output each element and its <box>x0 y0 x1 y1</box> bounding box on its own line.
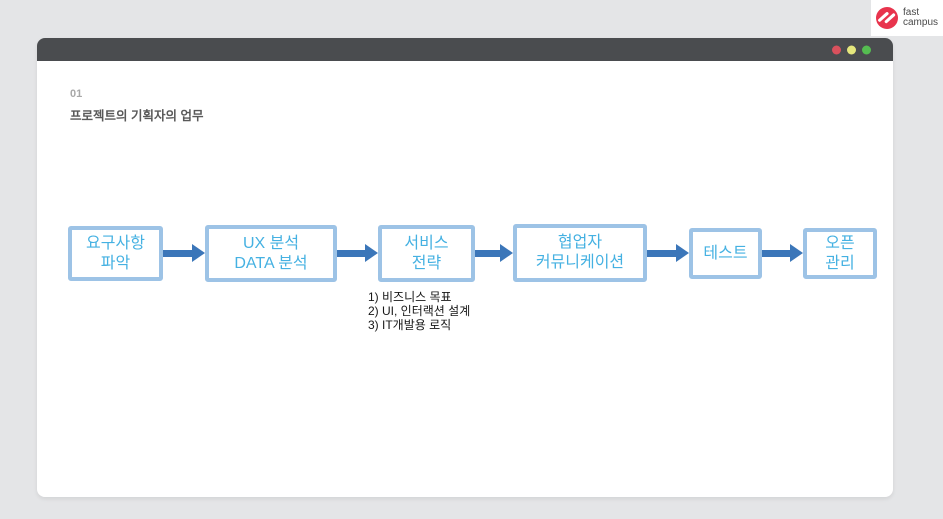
browser-window: 01 프로젝트의 기획자의 업무 요구사항 파악 UX 분석 DATA 분석 서… <box>37 38 893 497</box>
arrow-shaft <box>337 250 366 257</box>
note-item: 1) 비즈니스 목표 <box>368 290 452 304</box>
arrow-head-icon <box>365 244 378 262</box>
arrow-shaft <box>475 250 501 257</box>
flow-arrow <box>337 244 378 263</box>
arrow-head-icon <box>192 244 205 262</box>
note-item: 2) UI, 인터랙션 설계 <box>368 304 471 318</box>
flow-step-label-line2: 커뮤니케이션 <box>535 254 625 271</box>
flow-step-open-management: 오픈 관리 <box>803 228 877 279</box>
strategy-notes: 1) 비즈니스 목표 2) UI, 인터랙션 설계 3) IT개발용 로직 <box>368 290 470 332</box>
arrow-head-icon <box>500 244 513 262</box>
arrow-shaft <box>647 250 677 257</box>
note-item: 3) IT개발용 로직 <box>368 318 452 332</box>
flow-arrow <box>163 244 205 263</box>
slide-header: 01 프로젝트의 기획자의 업무 <box>70 88 203 124</box>
arrow-shaft <box>762 250 791 257</box>
arrow-head-icon <box>676 244 689 262</box>
minimize-button[interactable] <box>847 45 856 54</box>
flow-step-requirements: 요구사항 파악 <box>68 226 163 281</box>
close-button[interactable] <box>832 45 841 54</box>
flow-step-ux-data-analysis: UX 분석 DATA 분석 <box>205 225 337 282</box>
window-titlebar <box>37 38 893 61</box>
flow-step-collaborator-communication: 협업자 커뮤니케이션 <box>513 224 647 282</box>
flow-step-label-line1: 서비스 <box>404 234 449 252</box>
window-controls <box>832 45 871 54</box>
arrow-head-icon <box>790 244 803 262</box>
arrow-shaft <box>163 250 193 257</box>
brand-line1: fast <box>903 6 920 18</box>
flow-step-label-line1: UX 분석 <box>242 234 300 252</box>
fastcampus-logo-icon <box>876 7 898 29</box>
brand-line2: campus <box>903 17 939 28</box>
flow-step-label-line2: DATA 분석 <box>234 254 308 272</box>
flow-arrow <box>647 244 689 263</box>
flow-step-service-strategy: 서비스 전략 <box>378 225 475 282</box>
flow-step-label-line1: 요구사항 <box>86 234 145 252</box>
flow-step-label-line2: 관리 <box>825 254 855 272</box>
flow-step-label-line1: 테스트 <box>703 244 748 262</box>
maximize-button[interactable] <box>862 45 871 54</box>
flow-step-label-line2: 파악 <box>100 254 131 272</box>
fastcampus-logo-text: fast campus <box>903 6 939 29</box>
flow-step-label-line2: 전략 <box>411 254 442 272</box>
flow-step-label-line1: 오픈 <box>825 234 855 252</box>
flow-step-label-line1: 협업자 <box>557 234 603 251</box>
flow-step-test: 테스트 <box>689 228 762 279</box>
window-content: 01 프로젝트의 기획자의 업무 요구사항 파악 UX 분석 DATA 분석 서… <box>37 61 893 497</box>
section-number: 01 <box>70 88 83 100</box>
flow-arrow <box>762 244 803 263</box>
fastcampus-logo: fast campus <box>871 0 943 36</box>
page-title: 프로젝트의 기획자의 업무 <box>70 109 204 123</box>
flow-arrow <box>475 244 513 263</box>
